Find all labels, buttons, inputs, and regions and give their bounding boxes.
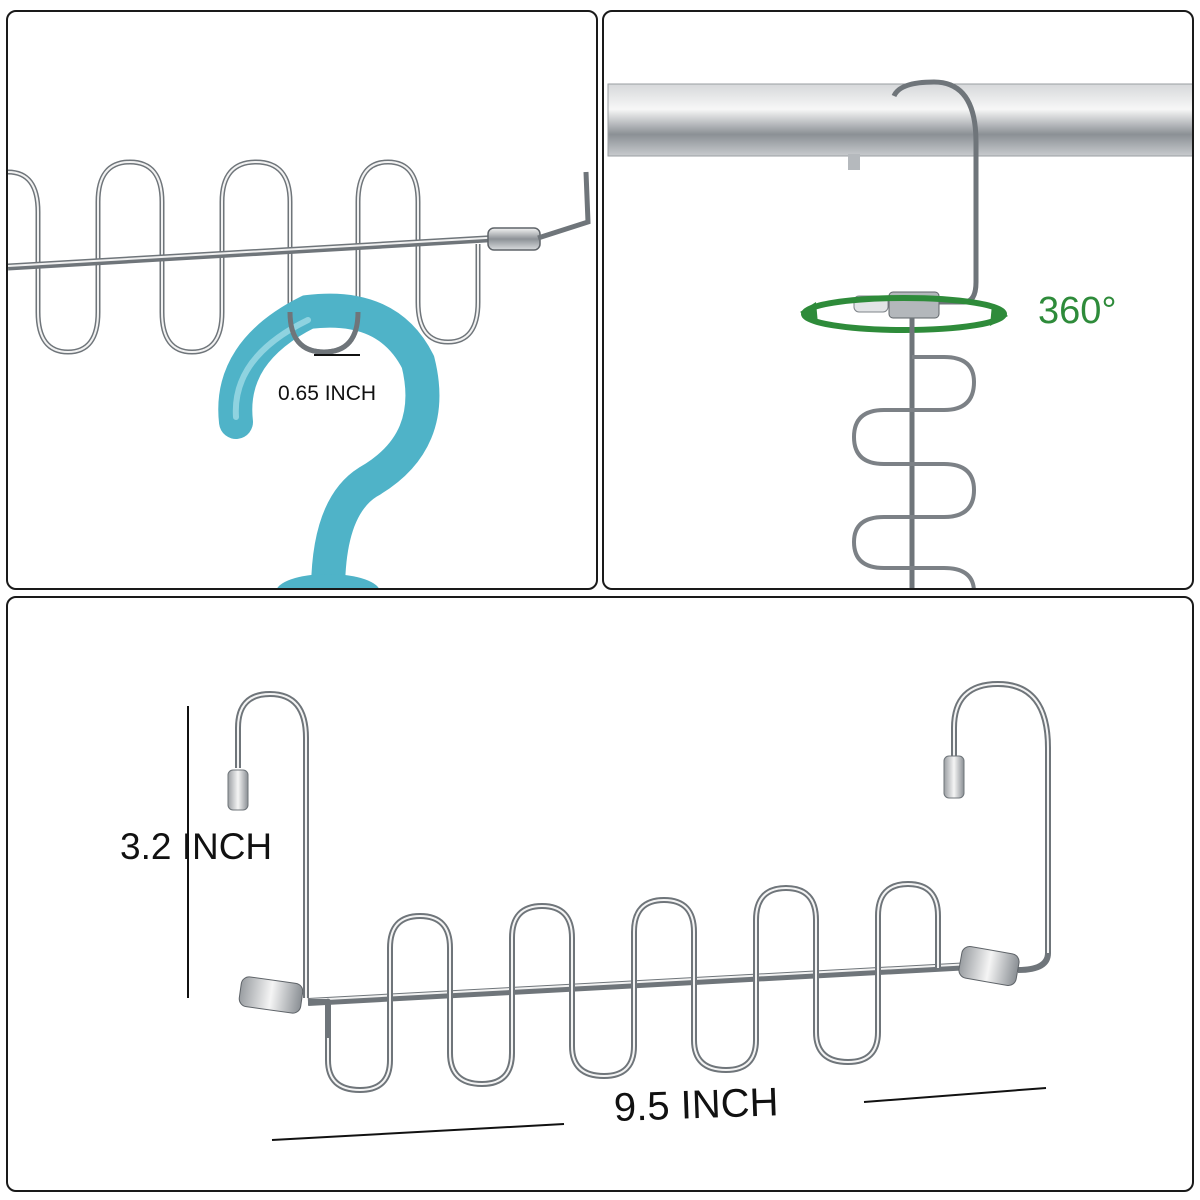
right-hook — [951, 680, 1051, 973]
rotation-panel: 360° — [602, 10, 1194, 590]
width-label: 9.5 INCH — [613, 1080, 780, 1130]
width-dimension-line-right — [863, 1087, 1047, 1103]
hook-gap-illustration — [8, 159, 591, 588]
right-hook-cap — [943, 755, 965, 799]
rod-joint — [487, 227, 541, 251]
width-dimension-line-left — [271, 1123, 565, 1141]
straight-bar — [307, 960, 1009, 1006]
dimensions-illustration — [187, 680, 1051, 1141]
hanging-loops — [851, 355, 977, 588]
blue-hanger — [218, 293, 440, 588]
left-joint — [238, 976, 304, 1014]
dimensions-panel: 3.2 INCH 9.5 INCH — [6, 596, 1194, 1192]
height-label: 3.2 INCH — [120, 826, 273, 867]
hook-gap-panel: 0.65 INCH — [6, 10, 598, 590]
right-joint — [958, 945, 1020, 987]
left-hook-cap — [227, 769, 249, 811]
end-hook — [537, 171, 591, 241]
gap-label: 0.65 INCH — [278, 382, 377, 405]
closet-rod — [607, 83, 1192, 157]
s-hook — [891, 79, 979, 305]
rotation-label: 360° — [1038, 290, 1117, 332]
rotation-illustration — [607, 79, 1192, 588]
